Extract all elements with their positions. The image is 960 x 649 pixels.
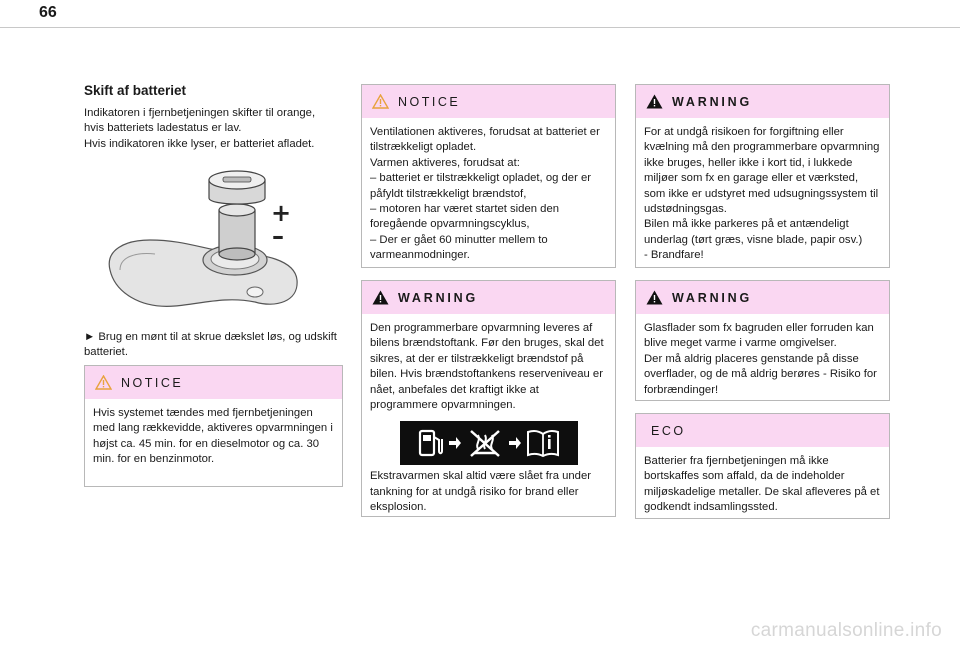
warning-header: WARNING [362,281,615,314]
warning-label: WARNING [672,94,753,109]
warning-label: WARNING [398,290,479,305]
notice-header: NOTICE [85,366,342,399]
notice-label: NOTICE [121,375,184,390]
warning-box-right-2: WARNING Glasflader som fx bagruden eller… [635,280,890,401]
intro-text: Indikatoren i fjernbetjeningen skifter t… [84,107,316,150]
notice-icon [95,375,112,390]
minus-symbol: – [272,222,284,250]
warning-text: Glasflader som fx bagruden eller forrude… [644,322,877,396]
fuel-pump-icon [418,430,443,457]
instruction-text: ► Brug en mønt til at skrue dækslet løs,… [84,331,337,359]
notice-box-left: NOTICE Hvis systemet tændes med fjernbet… [84,365,343,487]
section-heading: Skift af batteriet [84,83,187,98]
arrow-right-icon [508,437,521,450]
notice-box-middle: NOTICE Ventilationen aktiveres, forudsat… [361,84,616,268]
eco-header: ECO [636,414,889,447]
notice-text: Hvis systemet tændes med fjernbetjeninge… [93,407,333,466]
warning-text: Den programmerbare opvarmning leveres af… [370,322,604,412]
notice-header: NOTICE [362,85,615,118]
warning-icon [646,94,663,109]
manual-info-icon [526,430,559,458]
warning-box-right-1: WARNING For at undgå risikoen for forgif… [635,84,890,268]
warning-icon [372,290,389,305]
warning-header: WARNING [636,281,889,314]
warning-icon [646,290,663,305]
refuel-pictogram-strip [399,421,578,466]
eco-label: ECO [651,423,686,438]
notice-label: NOTICE [398,94,461,109]
heater-off-icon [469,430,500,458]
arrow-right-icon [448,437,461,450]
warning-after-text: Ekstravarmen skal altid være slået fra u… [370,470,592,514]
left-column: Skift af batteriet Indikatoren i fjernbe… [84,83,346,152]
header-rule [0,27,960,28]
eco-text: Batterier fra fjernbetjeningen må ikke b… [644,455,880,514]
eco-box: ECO Batterier fra fjernbetjeningen må ik… [635,413,890,519]
plus-symbol: + [271,199,291,227]
watermark: carmanualsonline.info [750,620,942,641]
warning-label: WARNING [672,290,753,305]
remote-battery-illustration: + – [108,170,298,307]
warning-text: For at undgå risikoen for forgiftning el… [644,126,880,262]
page-number: 66 [39,4,57,21]
notice-icon [372,94,389,109]
notice-text: Ventilationen aktiveres, forudsat at bat… [370,126,600,262]
warning-box-middle: WARNING Den programmerbare opvarmning le… [361,280,616,517]
warning-header: WARNING [636,85,889,118]
